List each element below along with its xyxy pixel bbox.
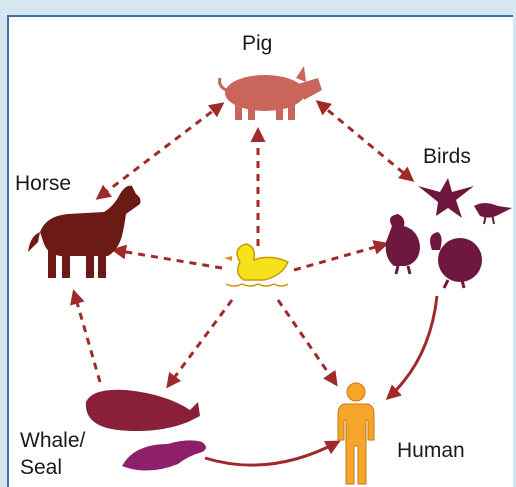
label-human: Human (397, 440, 465, 462)
birds-icon (386, 178, 512, 288)
label-seal: Seal (20, 457, 62, 479)
seal-icon (122, 440, 206, 470)
label-birds: Birds (423, 146, 471, 168)
human-icon (338, 383, 374, 484)
arrow-duck-birds (294, 244, 386, 270)
horse-icon (28, 186, 141, 278)
arrow-seal-human (205, 442, 338, 465)
whale-icon (86, 390, 200, 431)
arrow-pig-birds (318, 102, 412, 180)
arrow-pig-horse (98, 104, 222, 198)
arrow-duck-whale (168, 300, 232, 386)
label-pig: Pig (242, 33, 272, 55)
label-whale: Whale/ (20, 430, 85, 452)
arrow-birds-human (388, 296, 437, 398)
arrow-whale-horse (74, 292, 100, 382)
arrow-duck-horse (114, 250, 222, 268)
label-horse: Horse (15, 173, 71, 195)
duck-icon (224, 244, 288, 286)
arrow-duck-human (278, 300, 336, 384)
